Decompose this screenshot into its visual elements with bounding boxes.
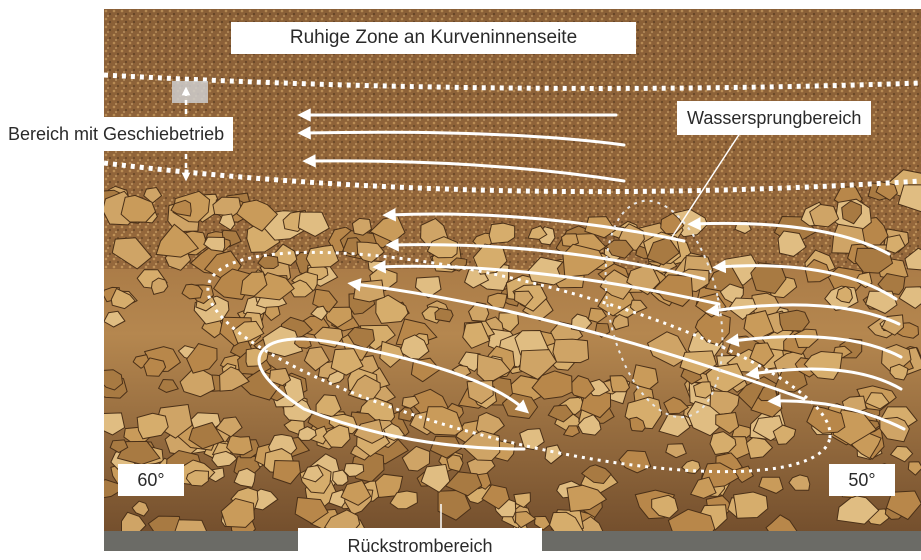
angle-left-label: 60° xyxy=(118,464,184,496)
stone xyxy=(553,339,589,363)
stone xyxy=(435,308,453,321)
stone xyxy=(489,223,515,243)
riverbed-photo xyxy=(104,9,921,551)
stone xyxy=(779,310,809,331)
bracket-marker xyxy=(172,81,208,103)
calm-zone-label: Ruhige Zone an Kurveninnenseite xyxy=(231,22,636,54)
return-flow-label: Rückstrombereich xyxy=(298,528,542,560)
stone xyxy=(447,455,463,472)
riverbed-illustration xyxy=(104,9,921,551)
angle-right-label: 50° xyxy=(829,464,895,496)
stone xyxy=(306,245,338,267)
stone xyxy=(694,382,712,398)
bedload-zone-label: Bereich mit Geschiebetrieb xyxy=(0,117,233,151)
hydraulic-jump-label: Wassersprungbereich xyxy=(677,101,871,135)
